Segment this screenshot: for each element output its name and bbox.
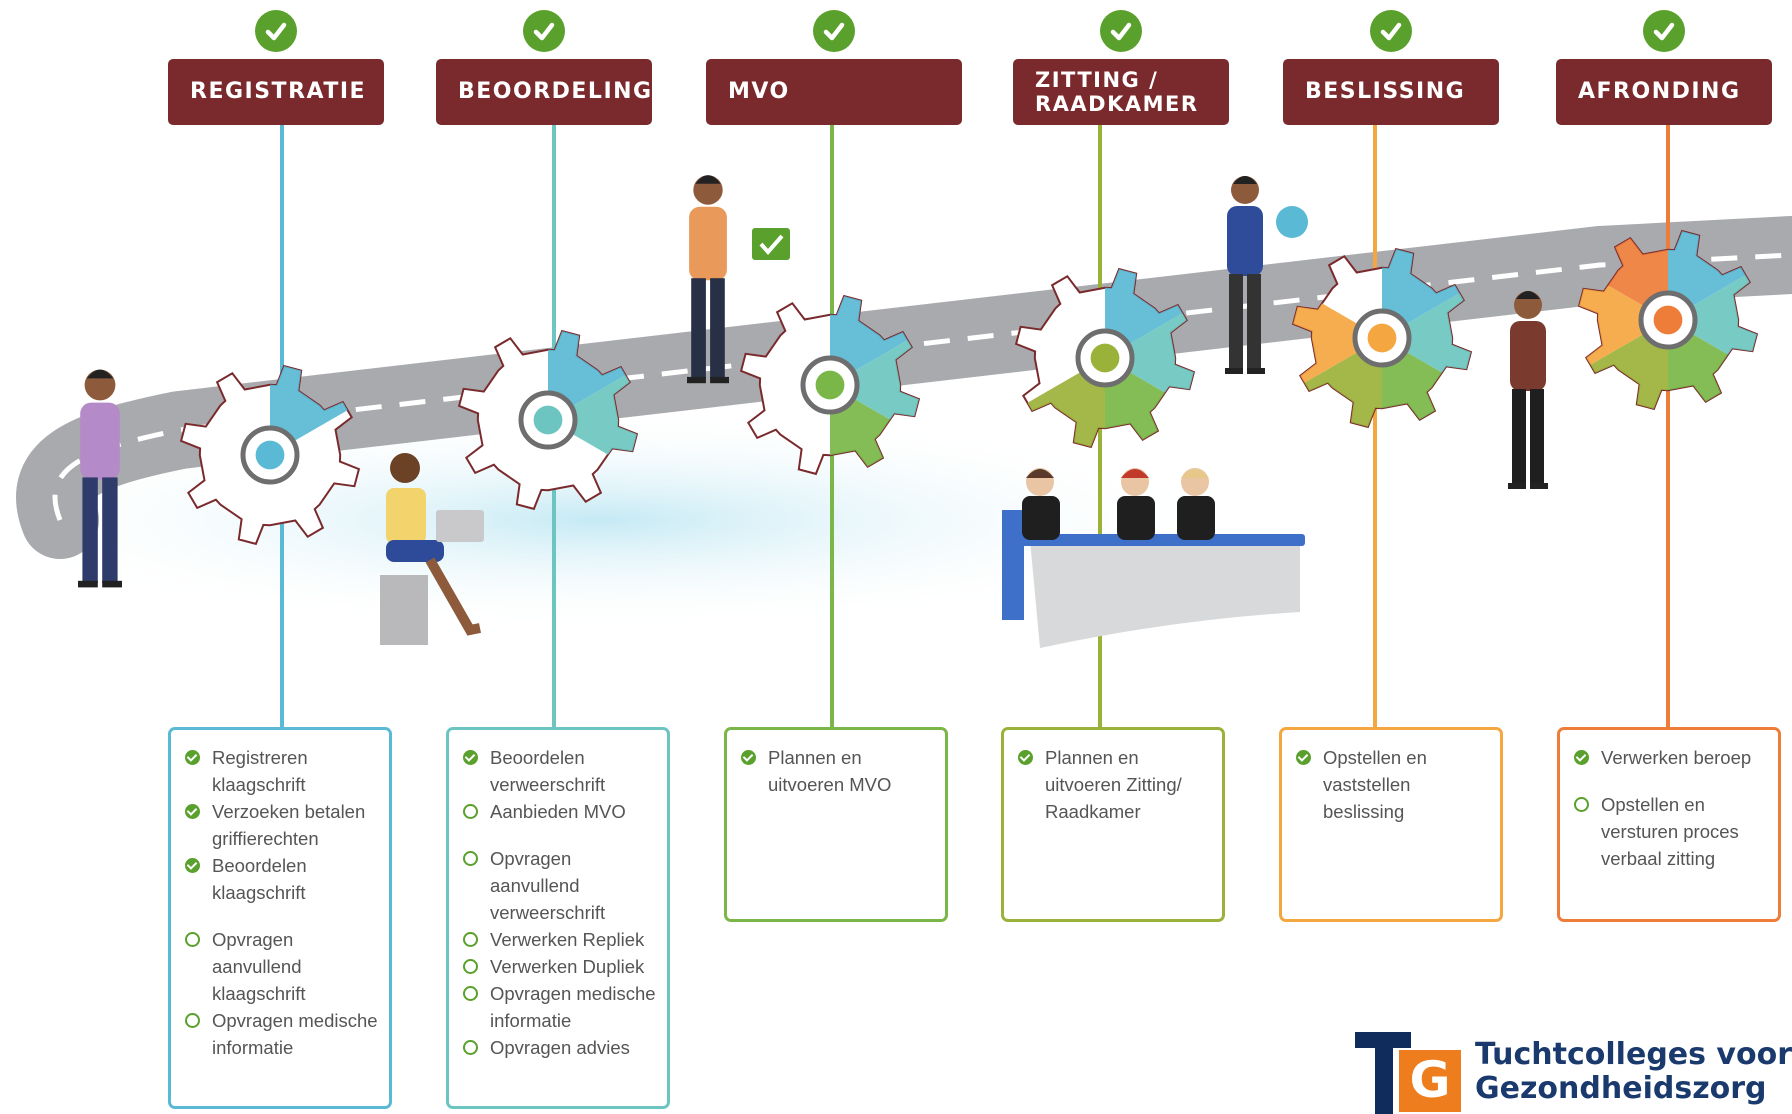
task-label: Verwerken beroep bbox=[1601, 747, 1752, 768]
task-label: Aanbieden MVO bbox=[490, 801, 626, 822]
road-markings bbox=[52, 252, 1792, 521]
task-item: Plannen en uitvoeren MVO bbox=[741, 744, 935, 798]
check-icon bbox=[1370, 10, 1412, 52]
task-label: Plannen en uitvoeren Zitting/ Raadkamer bbox=[1045, 747, 1182, 822]
judge-3 bbox=[1177, 468, 1215, 540]
empty-circle-icon bbox=[463, 959, 478, 974]
check-circle-icon bbox=[185, 804, 200, 819]
empty-circle-icon bbox=[463, 851, 478, 866]
task-label: Plannen en uitvoeren MVO bbox=[768, 747, 892, 795]
judge-2 bbox=[1117, 468, 1155, 540]
person-woman-walking bbox=[78, 369, 122, 588]
task-label: Verwerken Dupliek bbox=[490, 956, 645, 977]
person-walking-laptop bbox=[687, 175, 729, 384]
check-icon bbox=[523, 10, 565, 52]
check-circle-icon bbox=[1574, 750, 1589, 765]
check-icon bbox=[1643, 10, 1685, 52]
logo-line-2: Gezondheidszorg bbox=[1475, 1071, 1767, 1106]
task-label: Verzoeken betalen griffierechten bbox=[212, 801, 366, 849]
gear-registratie bbox=[179, 364, 361, 546]
check-icon bbox=[1100, 10, 1142, 52]
check-circle-icon bbox=[741, 750, 756, 765]
stage-header-mvo: MVO bbox=[706, 59, 962, 125]
check-icon bbox=[255, 10, 297, 52]
task-item: Aanbieden MVO bbox=[463, 798, 657, 825]
task-item: Verzoeken betalen griffierechten bbox=[185, 798, 379, 852]
task-item: Opvragen medische informatie bbox=[463, 980, 657, 1034]
task-item: Opvragen aanvullend klaagschrift bbox=[185, 926, 379, 1007]
person-seated-laptop bbox=[380, 453, 484, 645]
task-label: Beoordelen klaagschrift bbox=[212, 855, 307, 903]
tuchtcolleges-logo: G Tuchtcolleges voor d Gezondheidszorg bbox=[1355, 1030, 1792, 1114]
task-item: Opvragen aanvullend verweerschrift bbox=[463, 845, 657, 926]
check-circle-icon bbox=[463, 750, 478, 765]
task-item: Registreren klaagschrift bbox=[185, 744, 379, 798]
task-item: Verwerken beroep bbox=[1574, 744, 1768, 771]
task-item: Opvragen advies bbox=[463, 1034, 657, 1061]
task-card-mvo: Plannen en uitvoeren MVO bbox=[724, 727, 948, 922]
task-label: Registreren klaagschrift bbox=[212, 747, 308, 795]
task-label: Beoordelen verweerschrift bbox=[490, 747, 606, 795]
stage-header-beoordeling: BEOORDELING bbox=[436, 59, 652, 125]
judge-1 bbox=[1022, 468, 1060, 540]
empty-circle-icon bbox=[463, 986, 478, 1001]
task-label: Opvragen aanvullend verweerschrift bbox=[490, 848, 606, 923]
logo-line-1: Tuchtcolleges voor d bbox=[1475, 1037, 1792, 1072]
empty-circle-icon bbox=[185, 932, 200, 947]
task-label: Opstellen en vaststellen beslissing bbox=[1323, 747, 1427, 822]
check-circle-icon bbox=[1018, 750, 1033, 765]
check-circle-icon bbox=[185, 858, 200, 873]
empty-circle-icon bbox=[185, 1013, 200, 1028]
task-item: Verwerken Repliek bbox=[463, 926, 657, 953]
task-label: Opvragen medische informatie bbox=[490, 983, 656, 1031]
task-label: Opvragen aanvullend klaagschrift bbox=[212, 929, 306, 1004]
stage-header-registratie: REGISTRATIE bbox=[168, 59, 384, 125]
task-label: Opstellen en versturen proces verbaal zi… bbox=[1601, 794, 1739, 869]
check-circle-icon bbox=[185, 750, 200, 765]
laptop-check-icon bbox=[752, 228, 790, 260]
logo-wordmark: Tuchtcolleges voor d Gezondheidszorg bbox=[1475, 1038, 1792, 1106]
person-standing bbox=[1508, 291, 1548, 489]
check-circle-icon bbox=[1296, 750, 1311, 765]
task-item: Verwerken Dupliek bbox=[463, 953, 657, 980]
task-item: Opvragen medische informatie bbox=[185, 1007, 379, 1061]
stage-header-afronding: AFRONDING bbox=[1556, 59, 1772, 125]
empty-circle-icon bbox=[1574, 797, 1589, 812]
stage-header-beslissing: BESLISSING bbox=[1283, 59, 1499, 125]
court-panel bbox=[1002, 468, 1305, 648]
task-card-zitting: Plannen en uitvoeren Zitting/ Raadkamer bbox=[1001, 727, 1225, 922]
svg-text:G: G bbox=[1409, 1051, 1450, 1109]
empty-circle-icon bbox=[463, 932, 478, 947]
small-cog-icon bbox=[1276, 206, 1308, 238]
task-item: Plannen en uitvoeren Zitting/ Raadkamer bbox=[1018, 744, 1212, 825]
stage-header-zitting: ZITTING / RAADKAMER bbox=[1013, 59, 1229, 125]
task-item: Beoordelen klaagschrift bbox=[185, 852, 379, 906]
check-icon bbox=[813, 10, 855, 52]
task-label: Opvragen advies bbox=[490, 1037, 630, 1058]
person-presenter bbox=[1225, 176, 1265, 374]
tg-logo-mark: G bbox=[1355, 1032, 1461, 1114]
empty-circle-icon bbox=[463, 804, 478, 819]
task-item: Beoordelen verweerschrift bbox=[463, 744, 657, 798]
task-card-beslissing: Opstellen en vaststellen beslissing bbox=[1279, 727, 1503, 922]
task-label: Opvragen medische informatie bbox=[212, 1010, 378, 1058]
task-label: Verwerken Repliek bbox=[490, 929, 645, 950]
task-item: Opstellen en versturen proces verbaal zi… bbox=[1574, 791, 1768, 872]
empty-circle-icon bbox=[463, 1040, 478, 1055]
task-item: Opstellen en vaststellen beslissing bbox=[1296, 744, 1490, 825]
